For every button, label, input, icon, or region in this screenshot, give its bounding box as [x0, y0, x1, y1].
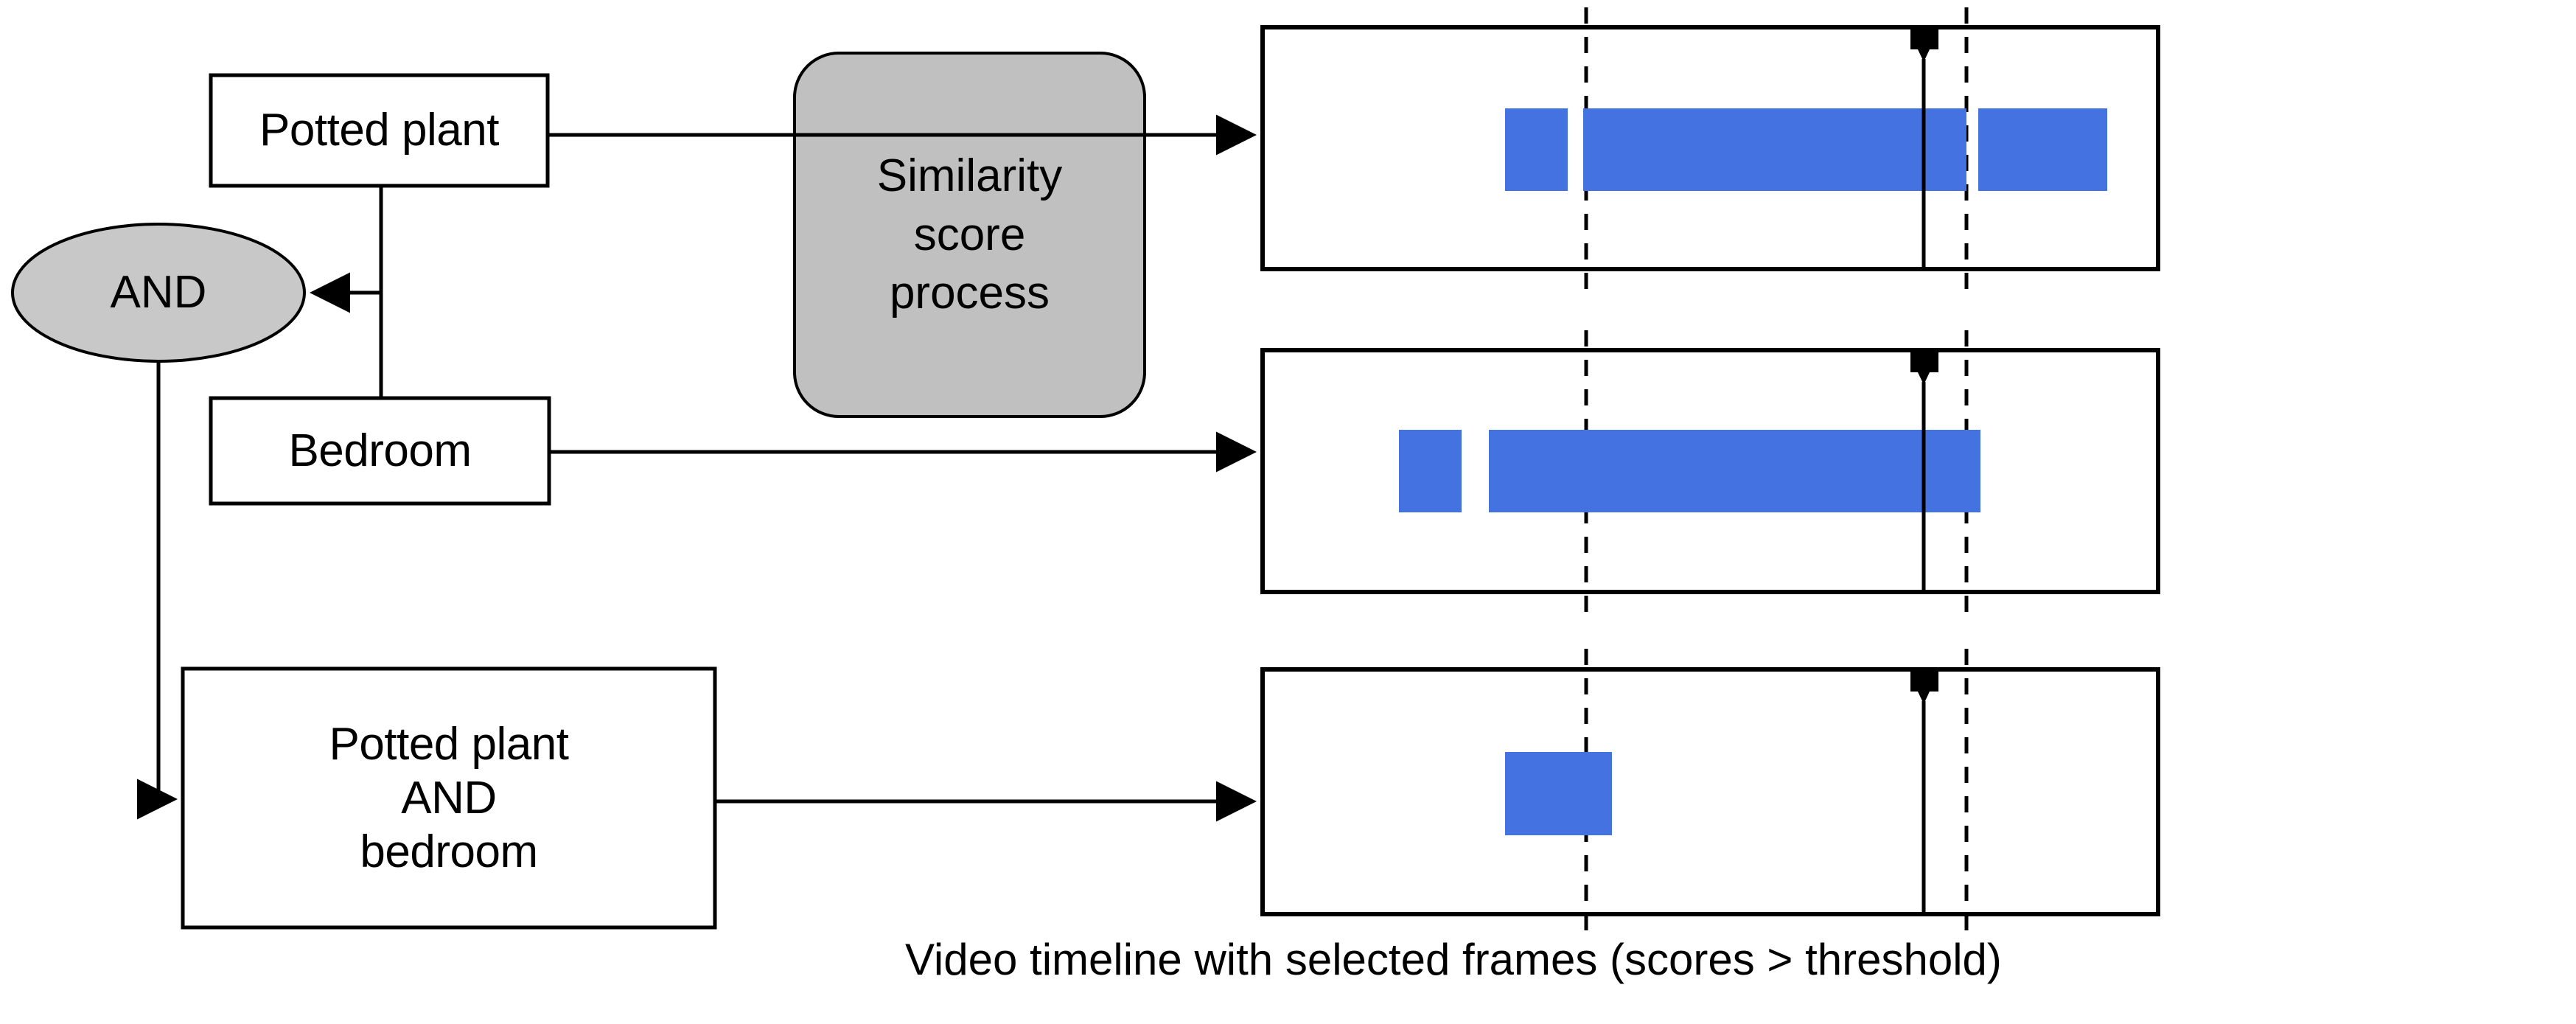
node-potted-plant-box[interactable] — [209, 73, 550, 188]
edge-queries-to-and — [310, 272, 383, 398]
node-and-ellipse[interactable] — [11, 223, 306, 363]
node-bedroom-box[interactable] — [209, 396, 551, 506]
timeline-segment[interactable] — [1505, 752, 1612, 835]
node-similarity-score-process[interactable] — [793, 52, 1146, 418]
potted-plant-timeline[interactable] — [1260, 7, 2160, 291]
potted-plant-and-bedroom-timeline[interactable] — [1260, 649, 2160, 936]
bedroom-timeline[interactable] — [1260, 330, 2160, 614]
playhead-handle-icon[interactable] — [1910, 28, 1938, 62]
timeline-segment[interactable] — [1399, 430, 1462, 512]
timeline-segment[interactable] — [1978, 108, 2107, 191]
playhead-handle-icon[interactable] — [1910, 351, 1938, 385]
timeline-segment[interactable] — [1505, 108, 1568, 191]
timeline-caption: Video timeline with selected frames (sco… — [905, 935, 2002, 984]
timeline-track[interactable] — [1260, 667, 2160, 916]
timeline-segment[interactable] — [1489, 430, 1980, 512]
timeline-segment[interactable] — [1583, 108, 1966, 191]
node-potted-plant-and-bedroom-box[interactable] — [181, 666, 717, 930]
edge-and-to-combined-query — [137, 361, 178, 820]
playhead-handle-icon[interactable] — [1910, 670, 1938, 704]
